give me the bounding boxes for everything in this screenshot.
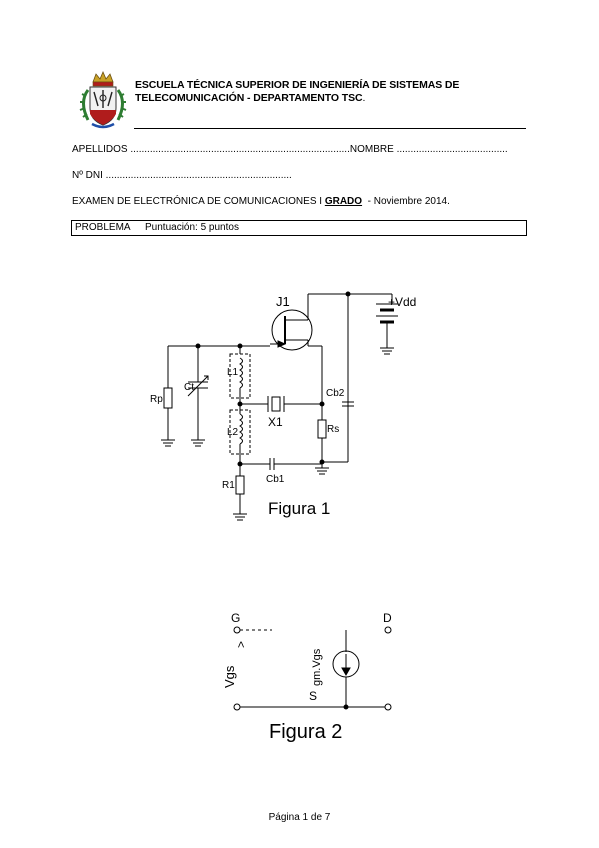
label-cb1: Cb1 [266,474,285,485]
problem-box: PROBLEMA Puntuación: 5 puntos [71,220,527,236]
label-vgs-arrow: > [234,641,248,648]
label-cb2: Cb2 [326,388,345,399]
apellidos-row: APELLIDOS ..............................… [72,144,508,155]
problem-label: PROBLEMA [75,222,131,233]
school-name-line2: TELECOMUNICACIÓN - DEPARTAMENTO TSC. [135,92,365,105]
header-rule [134,128,526,129]
nombre-field[interactable]: ........................................ [396,144,508,155]
figure1-circuit: J1 +Vdd Rp Ct L1 L2 X1 Cb2 Rs R1 Cb1 Fig… [150,291,416,521]
figure2-caption: Figura 2 [269,721,342,743]
school-name-line1: ESCUELA TÉCNICA SUPERIOR DE INGENIERÍA D… [135,79,460,91]
dni-row: Nº DNI .................................… [72,170,292,181]
label-r1: R1 [222,480,235,491]
label-rp: Rp [150,394,163,405]
figure2-circuit: G D S > Vgs gm.Vgs Figura 2 [222,611,392,743]
label-l1: L1 [227,367,239,378]
label-rs: Rs [327,424,339,435]
label-d: D [383,611,392,625]
exam-date: - Noviembre 2014. [367,196,450,207]
label-j1: J1 [276,294,290,309]
dni-label: Nº DNI [72,170,103,181]
dni-field[interactable]: ........................................… [105,170,292,181]
figure1-caption: Figura 1 [268,499,330,518]
university-crest-icon [79,70,127,129]
label-g: G [231,611,240,625]
page-number: Página 1 de 7 [268,812,331,823]
school-department-period: . [362,92,366,104]
label-x1: X1 [268,415,283,429]
exam-title-prefix: EXAMEN DE ELECTRÓNICA DE COMUNICACIONES … [72,196,323,207]
label-ct: Ct [184,382,194,393]
exam-grado: GRADO [324,196,363,207]
label-s: S [309,689,317,703]
exam-title: EXAMEN DE ELECTRÓNICA DE COMUNICACIONES … [72,196,450,207]
problem-score: Puntuación: 5 puntos [145,222,239,233]
school-department: TELECOMUNICACIÓN - DEPARTAMENTO TSC [135,92,363,104]
nombre-label: NOMBRE [349,144,394,155]
label-vgs: Vgs [222,665,237,688]
apellidos-label: APELLIDOS [72,144,128,155]
label-l2: L2 [227,427,239,438]
label-gmvgs: gm.Vgs [311,648,323,686]
label-vdd: +Vdd [388,295,416,309]
apellidos-field[interactable]: ........................................… [130,144,350,155]
